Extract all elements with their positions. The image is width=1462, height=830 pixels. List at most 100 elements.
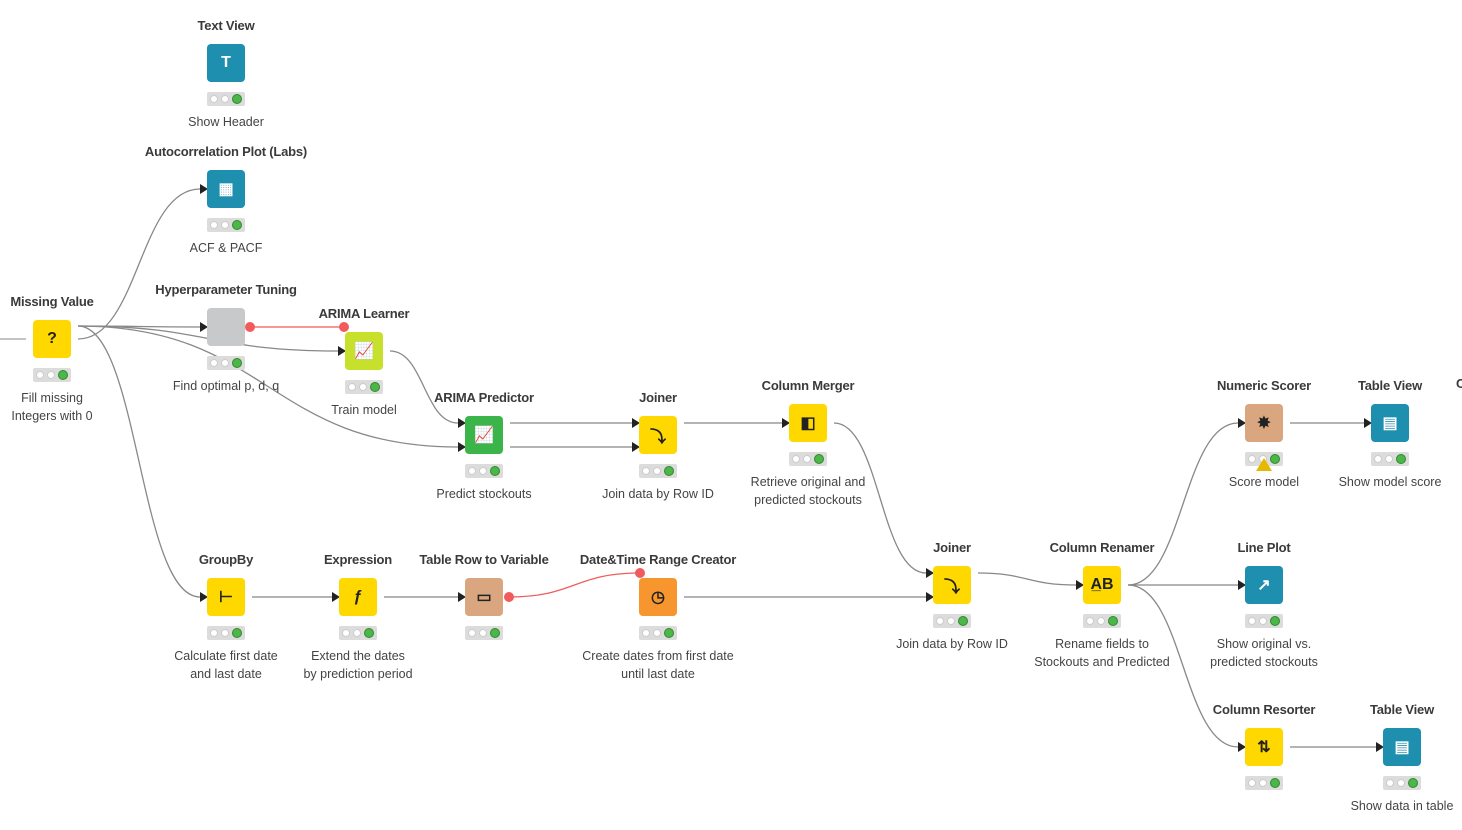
table-icon[interactable]: ▤	[1383, 728, 1421, 766]
node-title: Joiner	[639, 390, 677, 405]
node-annotation[interactable]: Join data by Row ID	[602, 487, 714, 501]
node-title: Table Row to Variable	[419, 552, 549, 567]
node-annotation[interactable]: Predict stockouts	[436, 487, 532, 501]
node-title: Missing Value	[10, 294, 94, 309]
node-title: Column Renamer	[1049, 540, 1155, 555]
connection-column-renamer-numeric-scorer	[1127, 422, 1239, 586]
node-status-traffic-light	[207, 92, 245, 106]
resort-icon[interactable]: ⇅	[1245, 728, 1283, 766]
node-annotation[interactable]: Show Header	[188, 115, 264, 129]
node-status-traffic-light	[339, 626, 377, 640]
node-status-traffic-light	[1245, 776, 1283, 790]
node-title: Column Merger	[761, 378, 855, 393]
metanode-icon[interactable]	[207, 308, 245, 346]
groupby-icon[interactable]: ⊢	[207, 578, 245, 616]
table-icon[interactable]: ▤	[1371, 404, 1409, 442]
node-annotation[interactable]: Score model	[1228, 475, 1300, 489]
node-annotation[interactable]: ACF & PACF	[189, 241, 263, 255]
node-title: Hyperparameter Tuning	[155, 282, 297, 297]
input-port	[332, 592, 340, 602]
node-status-traffic-light	[207, 218, 245, 232]
node-status-traffic-light	[1383, 776, 1421, 790]
input-port	[458, 418, 466, 428]
line-plot-icon[interactable]: ↗	[1245, 566, 1283, 604]
input-port	[200, 322, 208, 332]
input-port	[1238, 742, 1246, 752]
connection-arima-learner-arima-predictor	[389, 350, 459, 424]
node-annotation[interactable]: Fill missing Integers with 0	[11, 391, 93, 423]
input-port	[338, 346, 346, 356]
input-port	[200, 184, 208, 194]
connection-joiner-2-column-renamer	[977, 572, 1077, 586]
row-to-variable-icon[interactable]: ▭	[465, 578, 503, 616]
flow-variable-port	[339, 322, 349, 332]
acf-plot-icon[interactable]: ▦	[207, 170, 245, 208]
input-port	[1076, 580, 1084, 590]
column-merge-icon[interactable]: ◧	[789, 404, 827, 442]
node-status-traffic-light	[465, 464, 503, 478]
node-title: ARIMA Learner	[318, 306, 410, 321]
node-title: Numeric Scorer	[1216, 378, 1312, 393]
connection-missing-value-autocorrelation-plot	[77, 188, 201, 340]
node-status-traffic-light	[639, 464, 677, 478]
question-mark-icon[interactable]: ?	[33, 320, 71, 358]
scorer-icon[interactable]: ✸	[1245, 404, 1283, 442]
input-port	[926, 568, 934, 578]
flow-variable-port	[245, 322, 255, 332]
partial-node-title: C	[1456, 376, 1462, 391]
clock-icon[interactable]: ◷	[639, 578, 677, 616]
line-chart-icon[interactable]: 📈	[465, 416, 503, 454]
node-title: Line Plot	[1237, 540, 1291, 555]
node-annotation[interactable]: Show model score	[1338, 475, 1442, 489]
input-port	[1238, 418, 1246, 428]
rename-icon[interactable]: A̲B	[1083, 566, 1121, 604]
flow-variable-connection	[508, 572, 641, 598]
text-icon[interactable]: T	[207, 44, 245, 82]
flow-variable-port	[635, 568, 645, 578]
node-annotation[interactable]: Find optimal p, d, q	[172, 379, 280, 393]
input-port	[632, 418, 640, 428]
flow-variable-port	[504, 592, 514, 602]
node-status-traffic-light	[933, 614, 971, 628]
input-port	[458, 442, 466, 452]
node-annotation[interactable]: Extend the dates by prediction period	[303, 649, 413, 681]
warning-icon	[1256, 458, 1272, 471]
input-port	[1238, 580, 1246, 590]
node-title: ARIMA Predictor	[434, 390, 534, 405]
node-annotation[interactable]: Rename fields to Stockouts and Predicted	[1034, 637, 1170, 669]
node-annotation[interactable]: Show original vs. predicted stockouts	[1210, 637, 1318, 669]
node-annotation[interactable]: Retrieve original and predicted stockout…	[750, 475, 866, 507]
join-icon[interactable]: ⤵	[639, 416, 677, 454]
node-annotation[interactable]: Create dates from first date until last …	[582, 649, 734, 681]
node-annotation[interactable]: Calculate first date and last date	[174, 649, 278, 681]
input-port	[782, 418, 790, 428]
node-annotation[interactable]: Show data in table	[1350, 799, 1454, 813]
node-status-traffic-light	[465, 626, 503, 640]
node-annotation[interactable]: Join data by Row ID	[896, 637, 1008, 651]
node-status-traffic-light	[1083, 614, 1121, 628]
node-title: Expression	[323, 552, 393, 567]
input-port	[1376, 742, 1384, 752]
node-status-traffic-light	[33, 368, 71, 382]
node-title: Text View	[197, 18, 255, 33]
node-status-traffic-light	[639, 626, 677, 640]
node-title: Date&Time Range Creator	[579, 552, 737, 567]
node-annotation[interactable]: Train model	[331, 403, 397, 417]
connection-column-merger-joiner-2	[833, 422, 927, 574]
expression-icon[interactable]: ƒ	[339, 578, 377, 616]
node-title: Table View	[1358, 378, 1422, 393]
join-icon[interactable]: ⤵	[933, 566, 971, 604]
connection-column-renamer-column-resorter	[1127, 584, 1239, 748]
node-status-traffic-light	[207, 626, 245, 640]
node-title: Table View	[1370, 702, 1434, 717]
input-port	[1364, 418, 1372, 428]
connection-missing-value-arima-predictor	[77, 325, 459, 448]
node-status-traffic-light	[1371, 452, 1409, 466]
node-status-traffic-light	[345, 380, 383, 394]
connection-missing-value-groupby	[77, 325, 201, 598]
node-title: GroupBy	[198, 552, 254, 567]
node-title: Autocorrelation Plot (Labs)	[144, 144, 308, 159]
node-status-traffic-light	[1245, 614, 1283, 628]
line-chart-icon[interactable]: 📈	[345, 332, 383, 370]
